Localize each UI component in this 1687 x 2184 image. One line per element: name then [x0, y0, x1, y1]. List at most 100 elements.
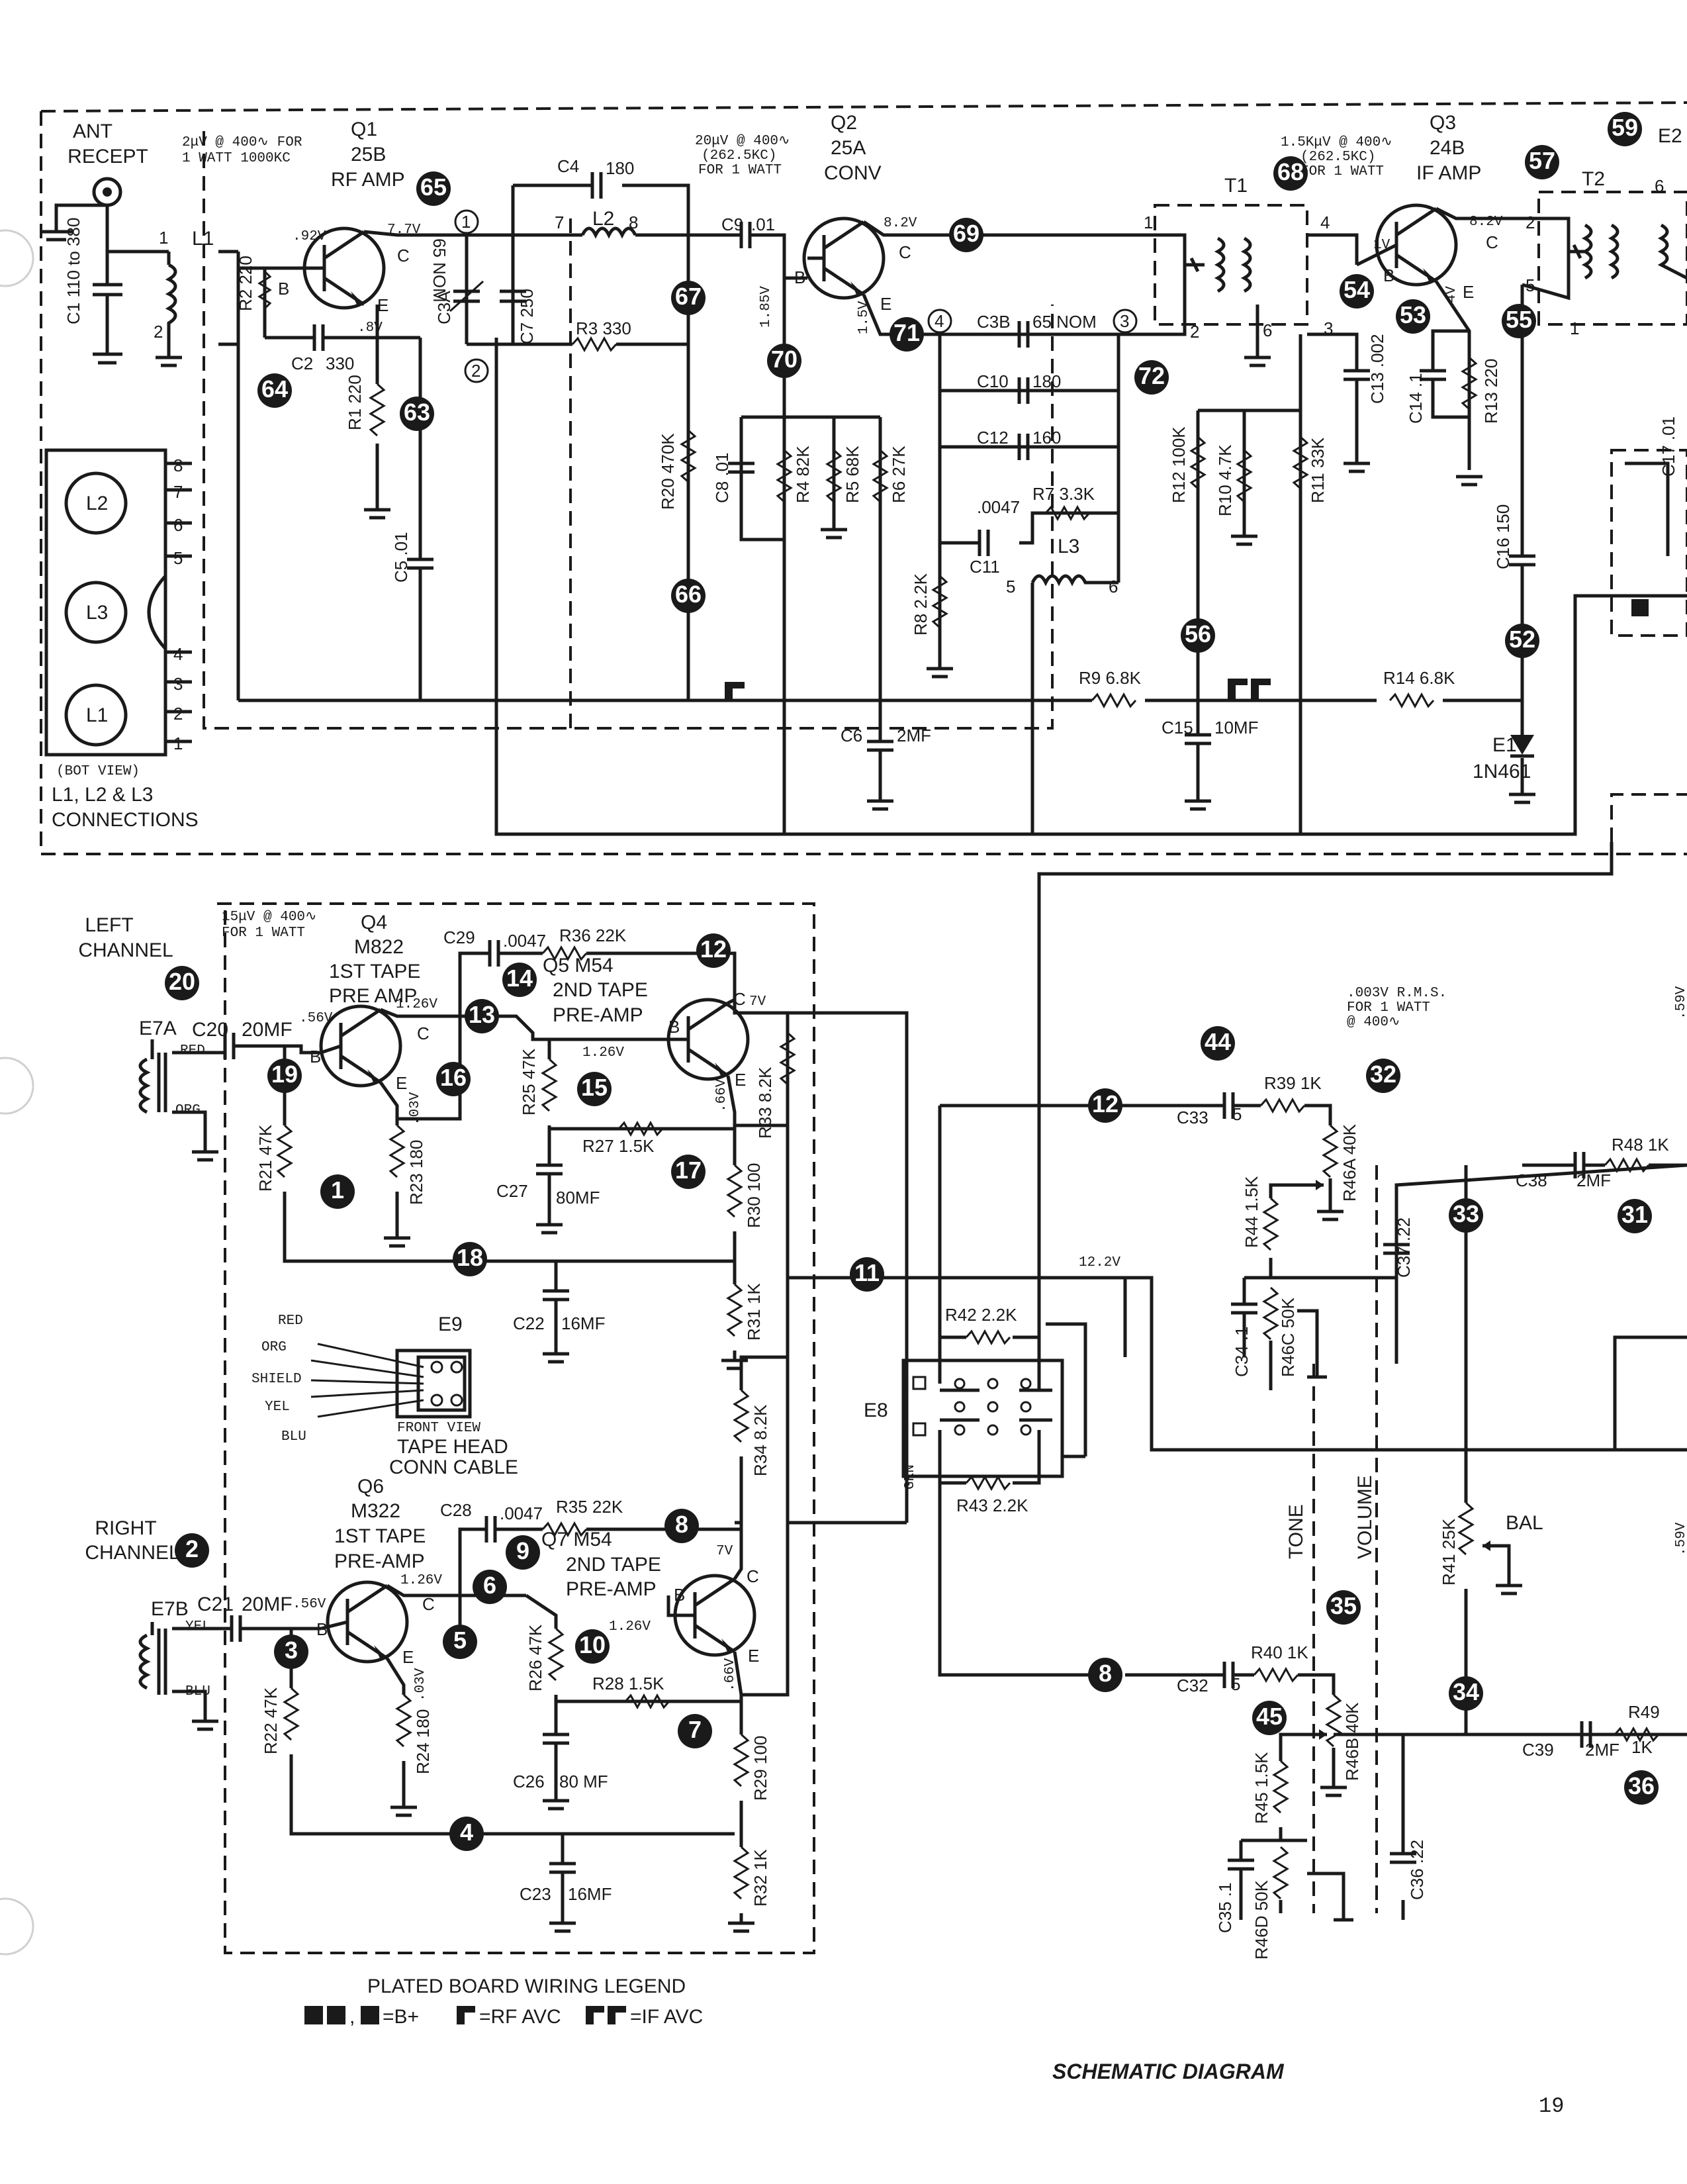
wire-q7-collector — [733, 1355, 790, 1580]
test-point-circle — [267, 1059, 302, 1093]
svg-text:L1, L2 & L3: L1, L2 & L3 — [52, 784, 153, 806]
resistor-r48: R48 1K — [1604, 1135, 1687, 1174]
tape-head-connector-e9: E9 RED ORG SHIELD YEL BLU FRONT VIEW TAP… — [251, 1313, 518, 1478]
svg-text:T2: T2 — [1582, 168, 1605, 190]
svg-text:L3: L3 — [1058, 536, 1079, 557]
svg-text:R24 180: R24 180 — [413, 1709, 433, 1774]
svg-text:C27: C27 — [496, 1181, 528, 1201]
resistor-r11: R11 33K — [1292, 436, 1328, 503]
potentiometer-r46a: R46A 40K — [1310, 1123, 1359, 1221]
transistor-q5: Q5 M54 2ND TAPE PRE-AMP 1.26V 7V .66V B … — [543, 955, 766, 1112]
svg-text:B: B — [1383, 265, 1394, 285]
test-point-45: 45 — [1252, 1701, 1287, 1735]
test-point-17: 17 — [671, 1155, 706, 1189]
svg-text:5: 5 — [1526, 275, 1535, 295]
svg-text:1.26V: 1.26V — [396, 997, 437, 1012]
svg-text:L1: L1 — [86, 704, 108, 726]
svg-text:R35 22K: R35 22K — [556, 1497, 623, 1517]
test-point-circle — [449, 1817, 484, 1851]
test-point-35: 35 — [1326, 1590, 1361, 1625]
diode-e1: E1 1N461 — [1473, 700, 1535, 804]
svg-text:C: C — [422, 1594, 435, 1614]
transistor-q2: Q2 25A CONV 20μV @ 400∿ (262.5KC) FOR 1 … — [695, 112, 917, 334]
svg-text:B: B — [794, 267, 805, 287]
antenna-receptacle: ANT RECEPT — [40, 120, 148, 252]
svg-text:E1: E1 — [1492, 734, 1517, 756]
test-point-label: 32 — [1370, 1061, 1396, 1088]
svg-text:25A: 25A — [831, 137, 866, 159]
svg-text:=RF AVC: =RF AVC — [479, 2006, 561, 2028]
svg-text:6: 6 — [1109, 577, 1118, 596]
resistor-r49: R49 1K — [1614, 1702, 1660, 1757]
svg-text:CHANNEL: CHANNEL — [78, 939, 173, 961]
svg-text:1ST TAPE: 1ST TAPE — [329, 961, 420, 982]
svg-text:Q6: Q6 — [357, 1476, 384, 1497]
capacitor-c3b: C3B 65 NOM — [977, 312, 1097, 348]
svg-text:1: 1 — [461, 212, 471, 232]
svg-text:RED: RED — [278, 1313, 303, 1329]
svg-text:1K: 1K — [1631, 1737, 1653, 1757]
svg-text:160: 160 — [1032, 428, 1061, 448]
test-point-12: 12 — [696, 933, 731, 968]
svg-text:C39: C39 — [1522, 1740, 1554, 1760]
svg-text:.03V: .03V — [413, 1668, 428, 1701]
svg-text:B: B — [310, 1047, 321, 1067]
test-point-5: 5 — [443, 1625, 477, 1659]
test-point-label: 9 — [516, 1537, 529, 1564]
svg-text:C22: C22 — [513, 1313, 545, 1333]
svg-text:2MF: 2MF — [897, 726, 931, 745]
test-point-label: 7 — [688, 1716, 702, 1743]
test-point-8: 8 — [664, 1509, 699, 1543]
wire-tone-right — [1279, 1733, 1687, 1920]
test-point-circle — [1502, 304, 1536, 338]
svg-text:.66V: .66V — [723, 1658, 738, 1691]
svg-text:B: B — [278, 279, 289, 299]
svg-text:Q2: Q2 — [831, 112, 857, 134]
capacitor-c17: C17 .01 — [1610, 416, 1687, 637]
binder-hole-top — [0, 229, 34, 287]
svg-text:1.5KμV @ 400∿: 1.5KμV @ 400∿ — [1281, 135, 1392, 150]
svg-text:R46B 40K: R46B 40K — [1342, 1702, 1362, 1781]
capacitor-c22: C22 16MF — [513, 1261, 605, 1364]
test-point-label: 65 — [420, 173, 447, 201]
svg-text:R34 8.2K: R34 8.2K — [751, 1404, 770, 1476]
svg-text:.0047: .0047 — [500, 1503, 543, 1523]
test-point-label: 67 — [675, 283, 702, 310]
avc-marker-rf — [725, 682, 745, 700]
capacitor-c12: C12 160 — [977, 428, 1061, 460]
resistor-r36: R36 22K — [541, 926, 737, 1000]
test-point-circle — [889, 317, 924, 352]
test-point-57: 57 — [1525, 145, 1559, 179]
svg-text:R13 220: R13 220 — [1481, 359, 1501, 424]
avc-marker-if — [1228, 679, 1271, 700]
capacitor-c16: C16 150 — [1493, 504, 1535, 700]
svg-text:.03V: .03V — [408, 1092, 423, 1125]
svg-text:3: 3 — [173, 674, 183, 694]
capacitor-c27: C27 80MF — [496, 1163, 600, 1235]
svg-text:R32 1K: R32 1K — [751, 1849, 770, 1907]
wire-q6-emitter — [385, 1657, 406, 1695]
coil-connections-view: L2 L3 L1 8 7 6 5 4 3 2 1 (BOT VIEW) L1, … — [44, 448, 199, 831]
capacitor-c20: C20 20MF — [192, 1019, 321, 1059]
svg-text:1.85V: 1.85V — [758, 286, 774, 328]
svg-text:BLU: BLU — [185, 1684, 210, 1699]
svg-text:E2: E2 — [1658, 125, 1682, 147]
binder-hole-bottom — [0, 1897, 34, 1956]
svg-text:E8: E8 — [864, 1400, 888, 1421]
svg-text:330: 330 — [326, 354, 354, 373]
svg-text:C3B: C3B — [977, 312, 1011, 332]
wire-q1-collector — [363, 183, 690, 700]
audio-board-right-outline — [1610, 793, 1687, 842]
potentiometer-r46c: R46C 50K — [1262, 1286, 1327, 1390]
svg-text:5: 5 — [1231, 1674, 1240, 1694]
svg-text:R20 470K: R20 470K — [658, 433, 678, 510]
test-point-circle — [1134, 360, 1169, 395]
svg-text:E: E — [377, 295, 388, 315]
resistor-r42: R42 2.2K — [938, 1305, 1041, 1384]
test-point-label: 5 — [453, 1627, 467, 1654]
test-point-circle — [1366, 1059, 1400, 1093]
svg-text:5: 5 — [1006, 577, 1015, 596]
svg-text:15μV @ 400∿: 15μV @ 400∿ — [222, 910, 317, 925]
svg-text:R2 220: R2 220 — [236, 256, 255, 311]
